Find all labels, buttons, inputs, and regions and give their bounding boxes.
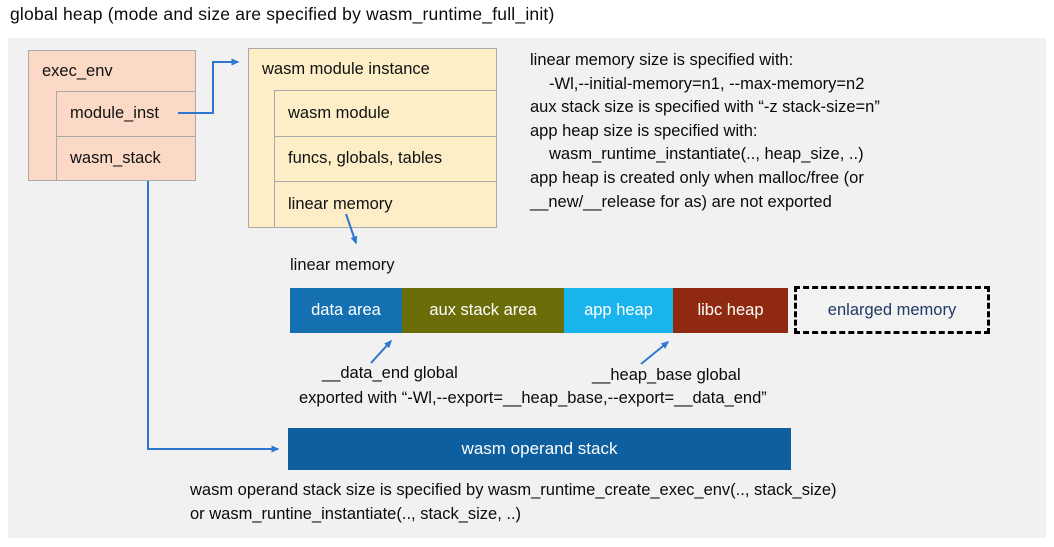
instance-row-linear-memory: linear memory [274,181,496,227]
segment-aux-stack-area: aux stack area [402,288,564,333]
heap-base-global-label: __heap_base global [592,366,741,384]
data-end-global-label: __data_end global [322,364,458,382]
notes-block: linear memory size is specified with: -W… [530,49,1030,214]
exported-with-label: exported with “-Wl,--export=__heap_base,… [299,389,767,407]
note-line: app heap is created only when malloc/fre… [530,168,864,187]
note-line: __new/__release for as) are not exported [530,192,832,211]
linear-memory-label: linear memory [290,256,395,274]
instance-row-funcs-globals-tables: funcs, globals, tables [274,135,496,182]
footer-line: wasm operand stack size is specified by … [190,481,837,499]
enlarged-memory-box: enlarged memory [794,286,990,334]
note-line: linear memory size is specified with: [530,51,794,69]
exec-env-box: exec_env module_inst wasm_stack [28,50,196,181]
page-title: global heap (mode and size are specified… [10,4,555,24]
segment-data-area: data area [290,288,402,333]
segment-libc-heap: libc heap [673,288,788,333]
segment-app-heap: app heap [564,288,673,333]
exec-env-row-module-inst: module_inst [56,91,195,136]
note-line: app heap size is specified with: [530,121,758,140]
wasm-operand-stack-bar: wasm operand stack [288,428,791,470]
note-line: wasm_runtime_instantiate(.., heap_size, … [549,145,864,164]
wasm-module-instance-header: wasm module instance [262,60,430,78]
linear-memory-bar: data area aux stack area app heap libc h… [290,288,788,333]
wasm-module-instance-box: wasm module instance wasm module funcs, … [248,48,497,228]
note-line: aux stack size is specified with “-z sta… [530,98,880,117]
exec-env-row-wasm-stack: wasm_stack [56,135,195,180]
footer-line: or wasm_runtine_instantiate(.., stack_si… [190,504,522,523]
footer-notes: wasm operand stack size is specified by … [190,479,837,526]
note-line: -Wl,--initial-memory=n1, --max-memory=n2 [549,74,865,93]
exec-env-header: exec_env [42,61,113,80]
instance-row-wasm-module: wasm module [274,90,496,136]
